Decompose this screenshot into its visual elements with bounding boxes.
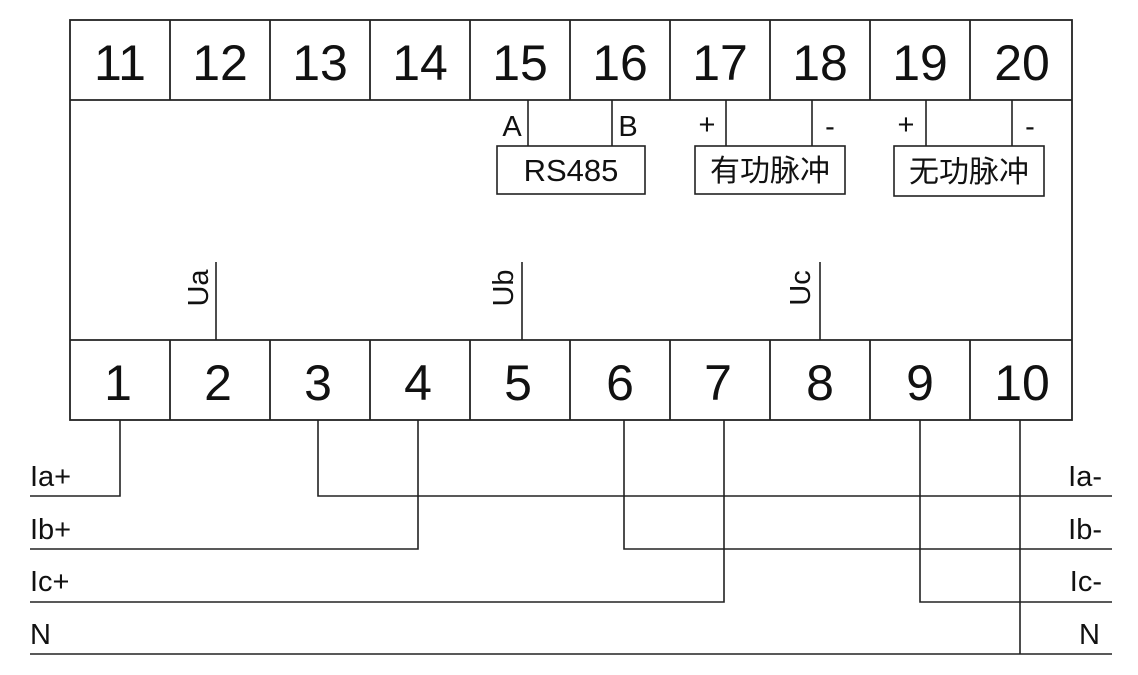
wire-ic-plus	[30, 420, 725, 603]
terminal-2: 2	[204, 355, 232, 411]
meter-body-outline	[69, 19, 1073, 421]
label-n-left: N	[30, 619, 51, 651]
label-ib-minus: Ib-	[1068, 514, 1102, 546]
terminal-19: 19	[892, 35, 948, 91]
ub-label: Ub	[488, 269, 520, 306]
wiring-lines	[30, 420, 1112, 655]
rs485-a-label: A	[502, 111, 522, 143]
active-pulse-plus: +	[699, 109, 716, 141]
label-ia-minus: Ia-	[1068, 461, 1102, 493]
terminal-3: 3	[304, 355, 332, 411]
rs485-label: RS485	[524, 153, 619, 188]
wire-ic-minus	[919, 420, 1112, 603]
top-terminal-numbers: 11 12 13 14 15 16 17 18 19 20	[94, 35, 1050, 91]
active-pulse-label: 有功脉冲	[710, 154, 830, 189]
wire-ia-plus	[30, 420, 121, 497]
reactive-pulse-box	[893, 145, 1045, 197]
terminal-8: 8	[806, 355, 834, 411]
voltage-uc: Uc	[785, 262, 821, 340]
reactive-pulse-plus: +	[898, 109, 915, 141]
rs485-box	[496, 145, 646, 195]
active-pulse-box	[694, 145, 846, 195]
terminal-12: 12	[192, 35, 248, 91]
rs485-b-label: B	[618, 111, 637, 143]
terminal-10: 10	[994, 355, 1050, 411]
reactive-pulse-label: 无功脉冲	[909, 155, 1029, 190]
wire-ib-plus	[30, 420, 419, 550]
reactive-pulse-minus: -	[1025, 111, 1035, 143]
active-pulse-minus: -	[825, 111, 835, 143]
terminal-5: 5	[504, 355, 532, 411]
bottom-terminal-numbers: 1 2 3 4 5 6 7 8 9 10	[104, 355, 1050, 411]
terminal-20: 20	[994, 35, 1050, 91]
label-ib-plus: Ib+	[30, 514, 71, 546]
voltage-ub: Ub	[488, 262, 523, 340]
terminal-7: 7	[704, 355, 732, 411]
top-terminal-dividers	[169, 20, 971, 100]
ua-label: Ua	[183, 269, 215, 307]
rs485-group: A B RS485	[496, 100, 646, 195]
label-ia-plus: Ia+	[30, 461, 71, 493]
label-n-right: N	[1079, 619, 1100, 651]
terminal-14: 14	[392, 35, 448, 91]
bottom-terminal-dividers	[169, 340, 971, 420]
reactive-pulse-group: + - 无功脉冲	[893, 100, 1045, 197]
terminal-16: 16	[592, 35, 648, 91]
wire-ia-minus	[317, 420, 1112, 497]
terminal-13: 13	[292, 35, 348, 91]
terminal-15: 15	[492, 35, 548, 91]
terminal-1: 1	[104, 355, 132, 411]
terminal-6: 6	[606, 355, 634, 411]
terminal-17: 17	[692, 35, 748, 91]
wire-ib-minus	[623, 420, 1112, 550]
terminal-18: 18	[792, 35, 848, 91]
left-wire-labels: Ia+ Ib+ Ic+ N	[30, 461, 71, 651]
active-pulse-group: + - 有功脉冲	[694, 100, 846, 195]
right-wire-labels: Ia- Ib- Ic- N	[1068, 461, 1102, 651]
label-ic-plus: Ic+	[30, 566, 70, 598]
terminal-4: 4	[404, 355, 432, 411]
terminal-11: 11	[94, 35, 146, 91]
voltage-ua: Ua	[183, 262, 217, 340]
uc-label: Uc	[785, 270, 817, 305]
terminal-9: 9	[906, 355, 934, 411]
label-ic-minus: Ic-	[1070, 566, 1102, 598]
